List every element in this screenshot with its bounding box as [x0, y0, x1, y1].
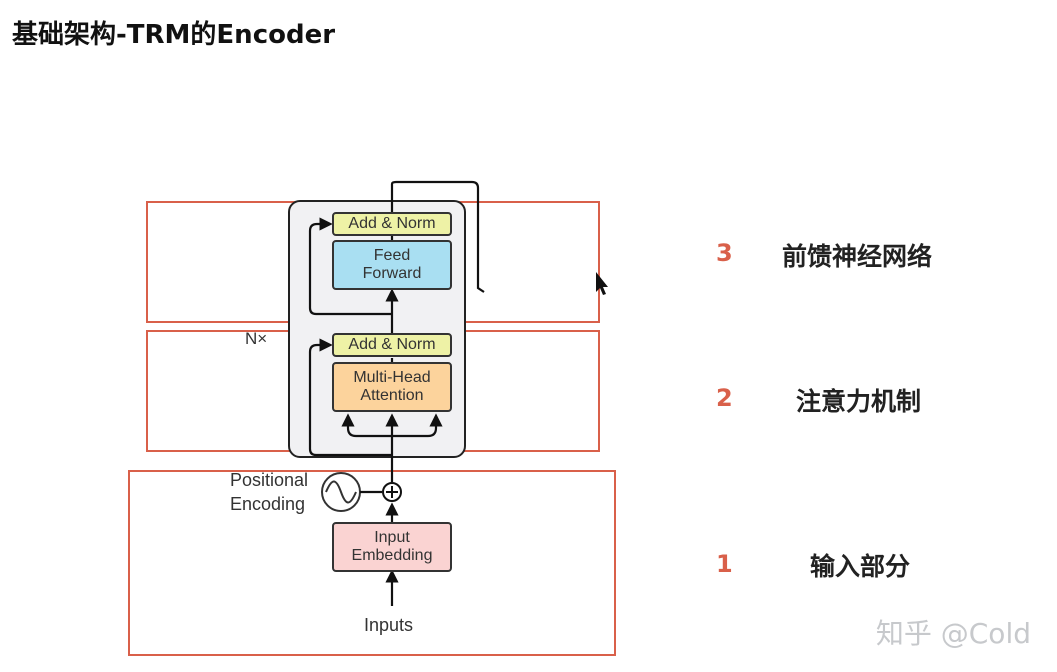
- watermark: 知乎 @Cold: [875, 617, 1031, 650]
- multi-head-line-2: Attention: [360, 387, 424, 404]
- page-title: 基础架构-TRM的Encoder: [12, 20, 336, 50]
- add-norm-bottom: Add & Norm: [332, 333, 452, 357]
- section-2-number: 2: [716, 384, 733, 412]
- multi-head-attention-layer: Multi-Head Attention: [332, 362, 452, 412]
- add-norm-top: Add & Norm: [332, 212, 452, 236]
- section-3-number: 3: [716, 239, 733, 267]
- input-embedding-line-2: Embedding: [351, 547, 433, 564]
- feed-forward-line-2: Forward: [362, 265, 422, 282]
- inputs-label: Inputs: [364, 615, 414, 635]
- positional-encoding-label: Positional Encoding: [230, 468, 308, 516]
- section-1-label: 输入部分: [810, 552, 911, 581]
- nx-label: N×: [245, 329, 268, 348]
- feed-forward-layer: Feed Forward: [332, 240, 452, 290]
- feed-forward-line-1: Feed: [373, 246, 411, 264]
- section-box-input: [128, 470, 616, 656]
- section-1-number: 1: [716, 550, 733, 578]
- positional-line-1: Positional: [230, 470, 309, 490]
- multi-head-line-1: Multi-Head: [353, 368, 431, 386]
- section-2-label: 注意力机制: [796, 387, 922, 416]
- positional-line-2: Encoding: [230, 494, 306, 514]
- section-3-label: 前馈神经网络: [782, 242, 933, 271]
- input-embedding-layer: Input Embedding: [332, 522, 452, 572]
- input-embedding-line-1: Input: [374, 528, 410, 546]
